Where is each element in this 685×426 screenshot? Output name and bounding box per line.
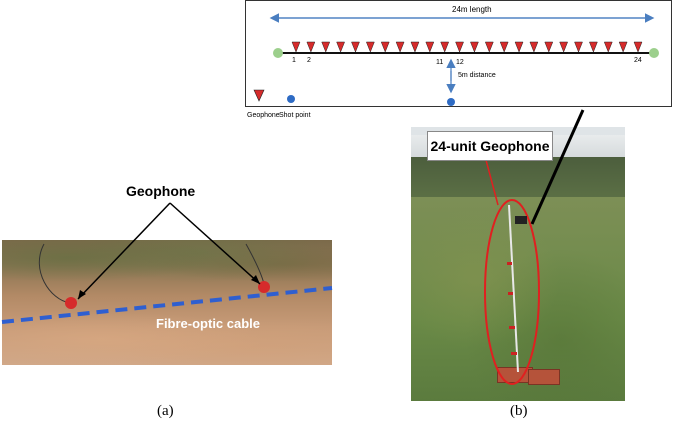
geophone-triangle — [336, 41, 345, 53]
end-marker-left — [273, 48, 283, 58]
shot-point-marker — [447, 98, 455, 106]
fibre-optic-cable-line — [1, 286, 333, 324]
fibre-optic-cable-label: Fibre-optic cable — [156, 316, 261, 331]
geophone-mark-b4 — [511, 352, 517, 355]
geophone-pointer-left — [77, 202, 171, 300]
geophone-triangle — [380, 41, 390, 53]
geophone-marker-a1 — [65, 297, 77, 309]
callout-pointer-line — [485, 159, 499, 206]
geophone-triangle — [410, 41, 420, 53]
geophone-triangle — [574, 41, 583, 53]
arrowhead-left — [78, 290, 86, 299]
geophone-triangle — [455, 41, 464, 53]
brick-right — [528, 369, 560, 385]
legend-shot-icon — [287, 95, 295, 103]
geophone-triangle — [365, 41, 375, 53]
soil-area — [2, 300, 332, 365]
array-layout-svg — [269, 13, 659, 106]
geophone-triangle — [514, 41, 524, 53]
caption-b: (b) — [510, 403, 528, 419]
geophone-number-24: 24 — [634, 57, 642, 64]
geophone-triangle — [633, 41, 643, 53]
geophone-triangle — [544, 41, 554, 53]
distance-label: 5m distance — [458, 72, 496, 79]
tree-line — [411, 157, 625, 197]
geophone-triangle — [470, 41, 479, 53]
geophone-number-1: 1 — [292, 57, 296, 64]
geophone-triangle — [559, 41, 569, 53]
geophone-row — [291, 41, 643, 53]
geophone-marker-a2 — [258, 281, 270, 293]
geophone-line-b — [508, 204, 519, 373]
arrowhead-right — [251, 275, 260, 284]
array-layout-diagram — [245, 0, 672, 107]
geophone-number-2: 2 — [307, 57, 311, 64]
geophone-triangle — [499, 41, 509, 53]
photo-a — [2, 240, 332, 365]
geophone-triangle — [529, 41, 539, 53]
geophone-mark-b2 — [508, 292, 513, 295]
geophone-triangle — [291, 41, 301, 53]
geophone-mark-b1 — [507, 262, 512, 265]
geophone-number-12: 12 — [456, 59, 464, 66]
geophone-triangle — [589, 41, 598, 53]
geophone-number-11: 11 — [436, 59, 444, 66]
length-label: 24m length — [452, 5, 492, 14]
geophone-mark-b3 — [509, 326, 515, 329]
grass-area — [2, 240, 332, 300]
geophone-triangle — [440, 41, 450, 53]
geophone-callout-label: 24-unit Geophone — [427, 131, 553, 161]
geophone-triangle — [321, 41, 331, 53]
geophone-triangle — [395, 41, 405, 53]
legend-shot-label: Shot point — [279, 112, 311, 119]
cable-wire-left — [38, 243, 71, 304]
geophone-triangle — [603, 41, 613, 53]
geophone-highlight-ellipse — [484, 199, 540, 385]
geophone-triangle — [351, 41, 360, 53]
legend-geophone-icon — [253, 89, 265, 102]
geophone-triangle — [484, 41, 494, 53]
end-marker-right — [649, 48, 659, 58]
legend-geophone-label: Geophone — [247, 112, 280, 119]
geophone-label-a: Geophone — [126, 183, 196, 199]
recorder-box — [515, 216, 527, 224]
connector-line — [530, 109, 585, 225]
caption-a: (a) — [157, 403, 174, 419]
geophone-triangle — [425, 41, 435, 53]
geophone-triangle — [306, 41, 316, 53]
geophone-pointer-right — [169, 202, 261, 285]
geophone-triangle — [618, 41, 628, 53]
